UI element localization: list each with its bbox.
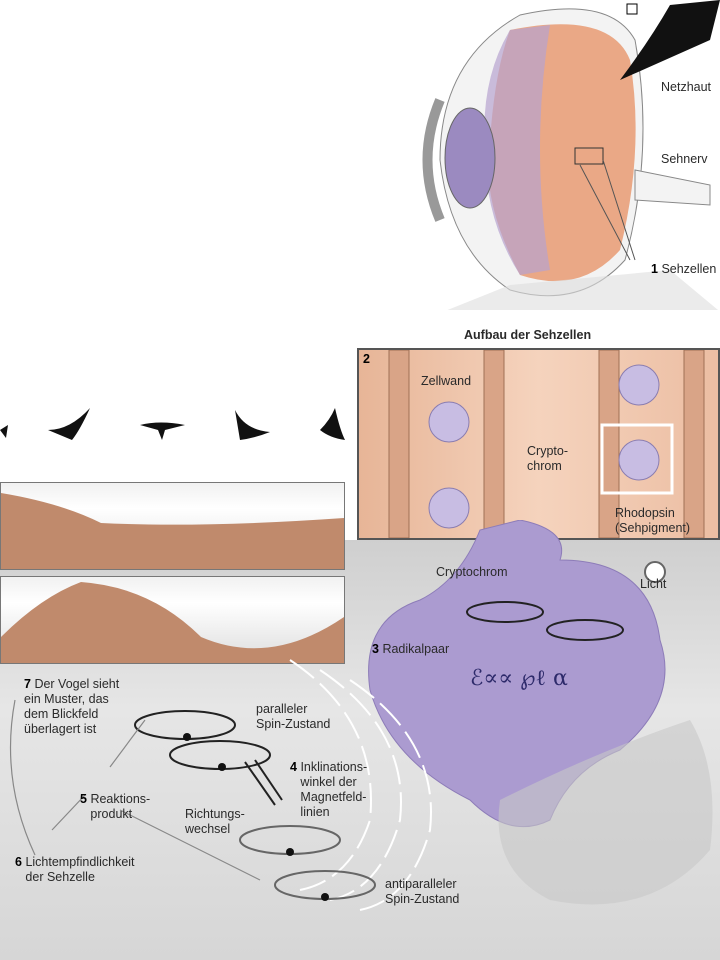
- landscape-view-2: [0, 576, 345, 664]
- cryptochrome-molecule: ℰ∝∝ ℘ℓ α: [368, 520, 713, 905]
- step-4-label: 4 Inklinations- winkel der Magnetfeld- l…: [290, 760, 368, 819]
- light-label: Licht: [640, 577, 667, 591]
- cell-panel-title: Aufbau der Sehzellen: [464, 328, 592, 342]
- retina-label: Netzhaut: [661, 80, 712, 94]
- eye-illustration: [422, 0, 720, 310]
- bird-flight-row: [0, 408, 345, 440]
- rhodopsin-label: Rhodopsin(Sehpigment): [615, 506, 691, 535]
- light-icon: [644, 561, 666, 583]
- step-5-label: 5 Reaktions- produkt: [80, 792, 151, 821]
- optic-nerve-label: Sehnerv: [661, 152, 708, 166]
- cell-structure-panel: 2 Zellwand Crypto-chrom Rhodopsin(Sehpig…: [357, 348, 720, 540]
- cryptochrome-label: Crypto-chrom: [527, 444, 568, 473]
- bird-silhouette: [620, 0, 720, 80]
- radical-pair-label: 3 Radikalpaar: [372, 642, 450, 656]
- cell-wall-label: Zellwand: [421, 374, 472, 388]
- panel-number: 2: [363, 352, 370, 366]
- cell-illustration: [388, 349, 705, 539]
- step-6-label: 6 Lichtempfindlichkeit der Sehzelle: [15, 855, 135, 884]
- cryptochrome-molecule-label: Cryptochrom: [436, 565, 508, 579]
- spin-diagram: [9, 659, 432, 911]
- sensory-cells-label: 1 Sehzellen: [651, 262, 717, 276]
- landscape-view-1: [0, 482, 345, 570]
- direction-change-label: Richtungs-wechsel: [185, 807, 245, 836]
- svg-text:ℰ∝∝ ℘ℓ α: ℰ∝∝ ℘ℓ α: [470, 666, 568, 691]
